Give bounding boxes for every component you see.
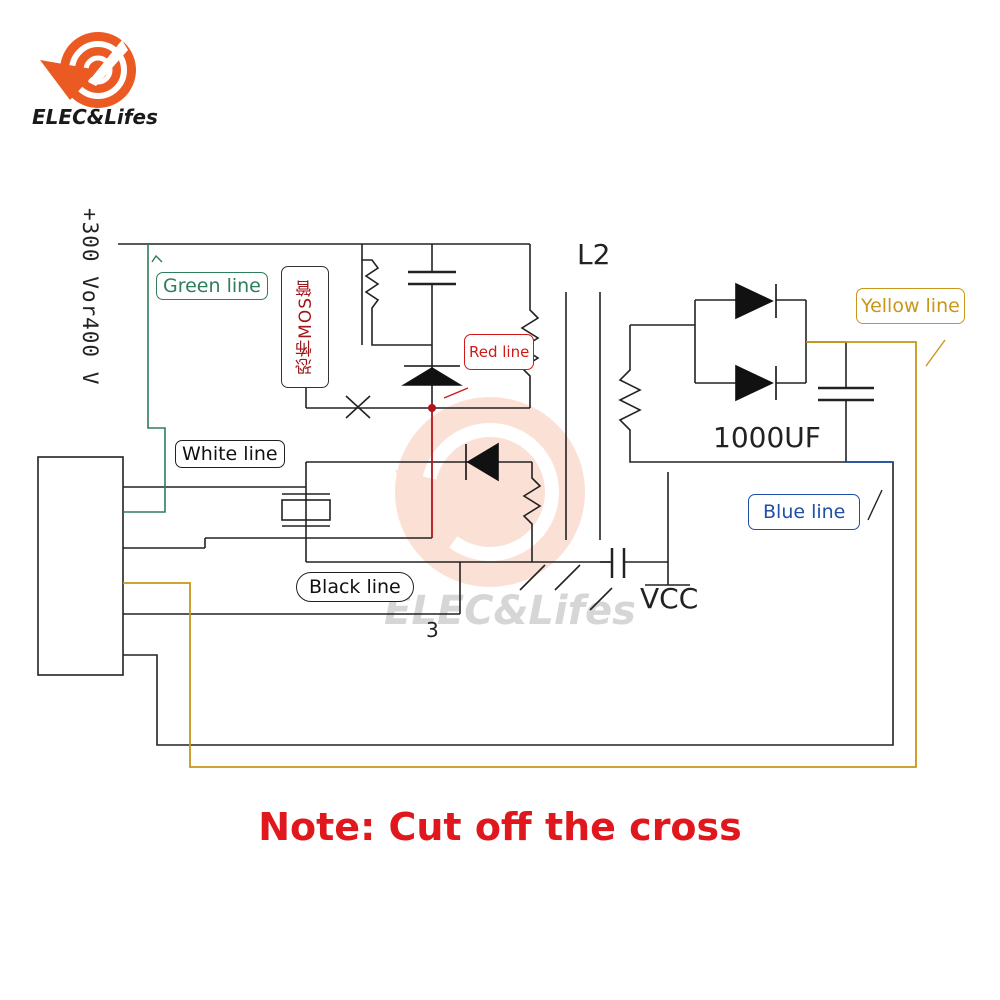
- pin-label: 3: [426, 618, 439, 642]
- mos-label-text: 恐怖MOS管: [295, 279, 316, 375]
- resistor-1: [361, 244, 432, 346]
- vcc-label: VCC: [640, 582, 699, 615]
- blue-arrow: [867, 489, 883, 521]
- red-arrow: [443, 387, 469, 399]
- secondary-winding: [618, 325, 846, 463]
- diode-icon: [401, 282, 777, 482]
- module-box: [37, 456, 124, 676]
- yellow-arrow: [925, 339, 946, 367]
- green-arrow: [151, 254, 163, 263]
- blue-line-label: Blue line: [748, 494, 861, 530]
- supply-voltage-label: +300 Vor400 V: [78, 208, 102, 386]
- yellow-line-label: Yellow line: [856, 288, 965, 324]
- white-line-label: White line: [175, 440, 285, 468]
- mos-component-label: 恐怖MOS管: [281, 266, 329, 388]
- watermark-text: ELEC&Lifes: [384, 588, 636, 634]
- brand-logo-icon: [40, 32, 136, 108]
- watermark-logo-icon: [395, 397, 585, 587]
- resistor-3: [522, 462, 542, 562]
- red-line-label: Red line: [464, 334, 535, 370]
- green-line-label: Green line: [156, 272, 268, 300]
- capacitor-label: 1000UF: [713, 421, 821, 454]
- brand-name: ELEC&Lifes: [32, 105, 158, 129]
- black-line-label: Black line: [296, 572, 414, 602]
- yellow-wire: [123, 341, 917, 768]
- green-wire: [123, 244, 166, 513]
- crystal-component: [281, 499, 331, 521]
- resistor-2: [520, 244, 540, 408]
- red-junction: [428, 404, 436, 412]
- inductor-label: L2: [577, 238, 611, 271]
- note-text: Note: Cut off the cross: [258, 805, 742, 849]
